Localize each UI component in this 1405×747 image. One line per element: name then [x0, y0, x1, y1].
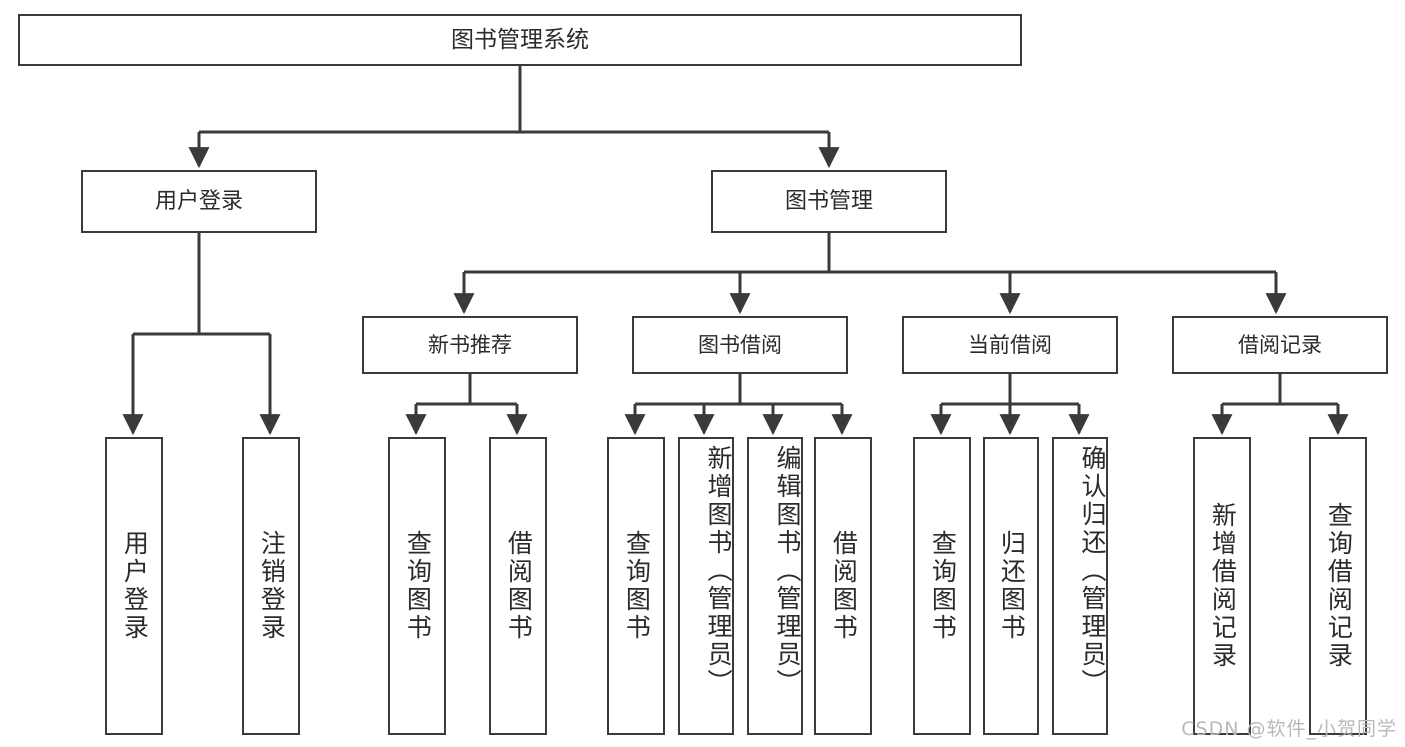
node-leaf-edit-book-admin[interactable]: 编辑图书（管理员）: [747, 437, 803, 735]
node-leaf-query-book-borrow[interactable]: 查询图书: [607, 437, 665, 735]
node-label: 当前借阅: [968, 332, 1052, 357]
node-label: 用户登录: [120, 530, 150, 642]
node-label: 编辑图书（管理员）: [773, 445, 802, 697]
node-branch-user-login[interactable]: 用户登录: [81, 170, 317, 233]
node-leaf-confirm-return-admin[interactable]: 确认归还（管理员）: [1052, 437, 1108, 735]
node-leaf-query-book-current[interactable]: 查询图书: [913, 437, 971, 735]
node-label: 新增借阅记录: [1208, 502, 1238, 670]
node-label: 查询借阅记录: [1324, 502, 1354, 670]
node-label: 新书推荐: [428, 332, 512, 357]
node-label: 新增图书（管理员）: [704, 445, 733, 697]
node-label: 用户登录: [154, 188, 243, 214]
node-leaf-user-login[interactable]: 用户登录: [105, 437, 163, 735]
node-label: 注销登录: [257, 530, 287, 642]
node-sub-borrow-record[interactable]: 借阅记录: [1172, 316, 1388, 374]
node-leaf-query-book-recommend[interactable]: 查询图书: [388, 437, 446, 735]
node-label: 查询图书: [403, 530, 433, 642]
node-sub-book-borrow[interactable]: 图书借阅: [632, 316, 848, 374]
node-leaf-query-borrow-record[interactable]: 查询借阅记录: [1309, 437, 1367, 735]
node-label: 图书管理系统: [451, 26, 589, 53]
node-label: 查询图书: [928, 530, 958, 642]
node-label: 确认归还（管理员）: [1078, 445, 1107, 697]
node-leaf-add-book-admin[interactable]: 新增图书（管理员）: [678, 437, 734, 735]
node-label: 借阅图书: [504, 530, 534, 642]
node-leaf-add-borrow-record[interactable]: 新增借阅记录: [1193, 437, 1251, 735]
node-label: 图书管理: [784, 188, 873, 214]
node-leaf-borrow-book-recommend[interactable]: 借阅图书: [489, 437, 547, 735]
node-branch-book-management[interactable]: 图书管理: [711, 170, 947, 233]
node-root-system[interactable]: 图书管理系统: [18, 14, 1022, 66]
node-leaf-user-logout[interactable]: 注销登录: [242, 437, 300, 735]
node-label: 归还图书: [997, 530, 1027, 642]
node-sub-new-book-recommend[interactable]: 新书推荐: [362, 316, 578, 374]
node-leaf-return-book[interactable]: 归还图书: [983, 437, 1039, 735]
node-sub-current-borrow[interactable]: 当前借阅: [902, 316, 1118, 374]
node-label: 借阅图书: [829, 530, 859, 642]
node-label: 图书借阅: [698, 332, 782, 357]
node-leaf-borrow-book[interactable]: 借阅图书: [814, 437, 872, 735]
node-label: 查询图书: [622, 530, 652, 642]
node-label: 借阅记录: [1238, 332, 1322, 357]
